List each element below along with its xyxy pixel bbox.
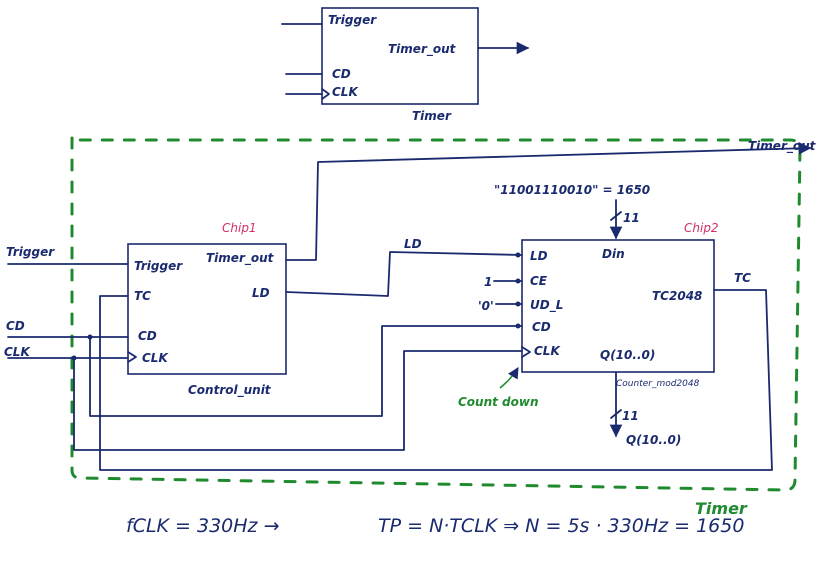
tc-signal-label: TC [734,271,751,285]
chip2-box [521,239,715,373]
chip2-cd-pin: CD [532,320,551,334]
boundary-label: Timer [695,499,748,518]
tp-equation: TP = N·TCLK ⇒ N = 5s · 330Hz = 1650 [378,515,744,537]
top-timer-out-label: Timer_out [388,42,457,57]
chip2-q-pin: Q(10..0) [600,348,655,362]
chip1-cd-pin: CD [138,329,157,343]
chip2-tc2048-pin: TC2048 [652,289,702,303]
chip2-clk-triangle [521,346,531,358]
chip2-ce-input: 1 [484,275,492,289]
chip1-clk-pin: CLK [142,351,169,365]
chip2-din-value: "11001110010" = 1650 [494,183,650,197]
timer-out-wire [285,142,812,261]
chip1-ld-pin: LD [252,286,270,300]
chip1-tc-pin: TC [134,289,151,303]
cd-route-wire [89,325,523,417]
count-down-label: Count down [458,395,539,409]
tc-feedback-wire [99,289,773,471]
top-timer-box [321,7,479,105]
ld-wire [285,251,523,297]
chip1-control-unit: Chip1 Trigger TC CD CLK Timer_out LD Con… [127,221,287,398]
chip2-name: Counter_mod2048 [616,379,700,389]
chip2-clk-pin: CLK [534,344,561,358]
top-timer-block: Trigger Timer_out CD CLK Timer [281,7,530,123]
chip2-ld-pin: LD [530,249,548,263]
chip2-counter: Chip2 "11001110010" = 1650 11 Din LD CE … [478,183,719,389]
timer-boundary [70,136,802,492]
chip2-din-pin: Din [602,247,625,261]
din-bus-width: 11 [623,211,640,225]
top-clk-triangle [321,88,330,100]
q-out-label: Q(10..0) [626,433,681,447]
count-down-arrow [499,367,519,389]
chip1-clk-triangle [127,351,137,363]
clk-input-label: CLK [4,345,31,359]
chip1-tag: Chip1 [222,221,257,235]
cd-input-label: CD [6,319,25,333]
din-bus-slash [610,211,622,221]
chip1-trigger-pin: Trigger [134,259,183,273]
chip1-box [127,243,287,375]
top-trigger-label: Trigger [328,13,377,27]
top-timer-name: Timer [412,109,452,123]
cd-pin-dot [515,323,521,329]
timer-out-signal-label: Timer_out [748,139,817,154]
ud-pin-dot [515,301,521,307]
chip1-timer-out-pin: Timer_out [206,251,275,266]
chip2-ud-l-pin: UD_L [530,298,563,313]
chip1-name: Control_unit [188,383,272,398]
ce-pin-dot [515,278,521,284]
q-bus-slash [610,409,622,419]
top-clk-label: CLK [332,85,359,99]
fclk-equation: fCLK = 330Hz → [126,515,279,537]
chip2-tag: Chip2 [684,221,719,235]
top-cd-label: CD [332,67,351,81]
clk-route-wire [73,350,523,451]
q-bus-width: 11 [622,409,639,423]
ld-signal-label: LD [404,237,422,251]
ld-pin-dot [515,252,521,258]
chip2-ce-pin: CE [530,274,548,288]
trigger-input-label: Trigger [6,245,55,259]
chip2-ud-input: '0' [478,299,494,313]
